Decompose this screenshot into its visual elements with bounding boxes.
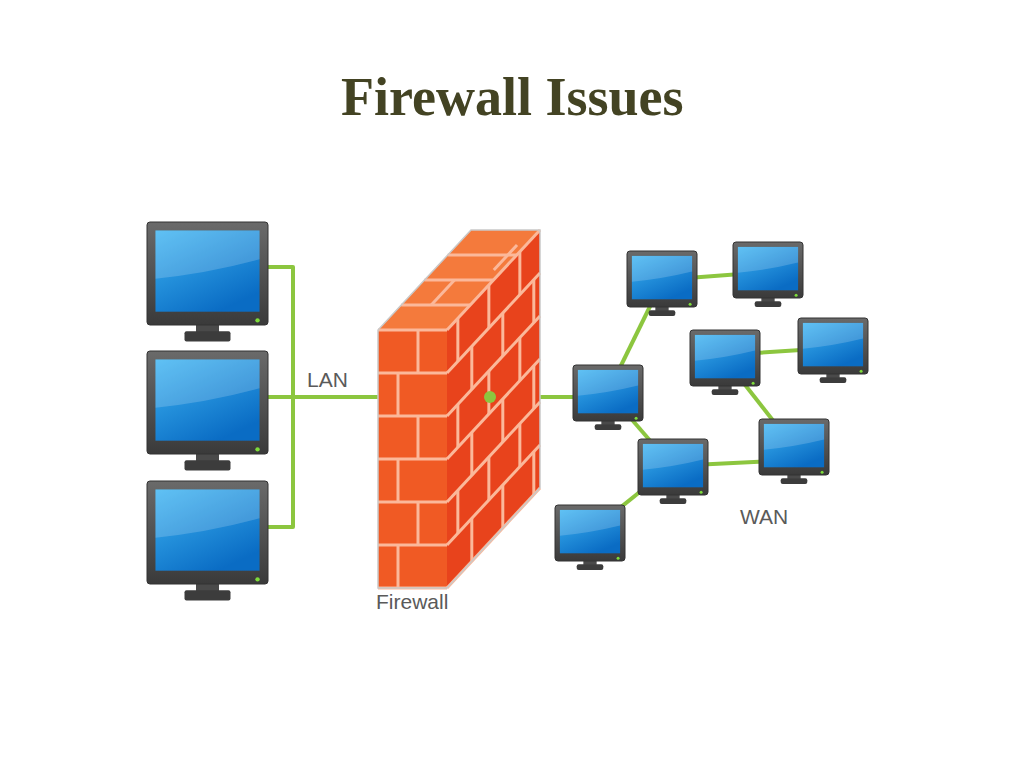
network-label: Firewall (376, 590, 448, 614)
network-label: WAN (740, 505, 788, 529)
wan-computer (627, 251, 697, 316)
wan-computer (690, 330, 760, 395)
network-wires (268, 267, 832, 532)
diagram-title: Firewall Issues (341, 66, 684, 128)
wan-computer (733, 242, 803, 307)
wan-computer (555, 505, 625, 570)
wan-computer (798, 318, 868, 383)
wan-computer (638, 439, 708, 504)
network-label: LAN (307, 368, 348, 392)
cable-port (484, 391, 496, 403)
wan-computer (759, 419, 829, 484)
lan-computer (147, 222, 268, 341)
lan-computer (147, 351, 268, 470)
firewall-wall (378, 230, 540, 588)
network-cable (268, 395, 378, 399)
wan-computer (573, 365, 643, 430)
lan-computer (147, 481, 268, 600)
